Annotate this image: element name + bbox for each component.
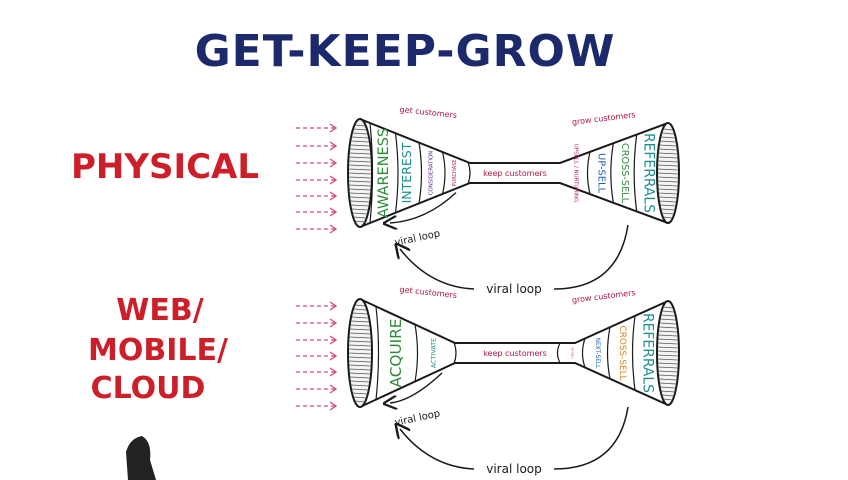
- svg-text:ACQUIRE: ACQUIRE: [387, 319, 405, 388]
- funnel-web-mobile-cloud: ACQUIRE ACTIVATE UP-SELL NEXT-SELL CROSS-SEL…: [296, 285, 680, 476]
- get-customers-label: get customers: [399, 105, 457, 120]
- stage-referrals: REFERRALS: [640, 133, 656, 213]
- stage-divider: [369, 122, 374, 224]
- incoming-arrow: [296, 158, 338, 168]
- funnel-outline-bottom: [359, 182, 669, 228]
- viral-loop-inner-label: viral loop: [394, 228, 442, 248]
- channel-label-line: CLOUD: [91, 371, 206, 406]
- channel-label-physical: PHYSICAL: [71, 147, 259, 187]
- stage-acquire: ACQUIRE: [387, 319, 405, 388]
- svg-text:ACTIVATE: ACTIVATE: [430, 338, 438, 368]
- svg-text:PURCHASE: PURCHASE: [452, 160, 458, 187]
- stage-referrals: REFERRALS: [640, 313, 656, 393]
- funnel-left-opening: [347, 298, 373, 408]
- svg-text:AWARENESS: AWARENESS: [376, 128, 392, 218]
- stage-divider: [441, 151, 446, 195]
- incoming-arrow: [296, 301, 338, 311]
- upsell-nurturing-note: UPSELL / NURTURING: [573, 144, 579, 203]
- svg-text:CROSS-SELL: CROSS-SELL: [617, 326, 627, 381]
- incoming-arrow: [296, 224, 338, 234]
- stage-divider: [414, 324, 419, 382]
- stage-divider: [581, 338, 586, 368]
- incoming-arrow: [296, 318, 338, 328]
- stage-divider: [631, 315, 636, 391]
- stage-purchase: PURCHASE: [452, 160, 458, 187]
- keep-customers-label: keep customers: [483, 349, 547, 358]
- stage-divider: [375, 306, 380, 400]
- stage-divider: [633, 134, 638, 212]
- grow-customers-label: grow customers: [571, 110, 636, 127]
- stage-divider: [453, 342, 457, 364]
- stage-consideration: CONSIDERATION: [428, 151, 434, 196]
- stage-cross-sell: CROSS-SELL: [617, 326, 627, 381]
- stage-cross-sell: CROSS-SELL: [619, 143, 630, 204]
- incoming-arrow: [296, 191, 338, 201]
- svg-text:CONSIDERATION: CONSIDERATION: [428, 151, 434, 196]
- viral-loop-outer: viral loop: [400, 224, 629, 296]
- hand-marker-silhouette: [126, 436, 156, 480]
- incoming-arrow: [296, 351, 338, 361]
- svg-text:INTEREST: INTEREST: [399, 142, 414, 203]
- funnel-outline-top: [359, 118, 669, 164]
- channel-label-line: PHYSICAL: [71, 147, 259, 187]
- svg-text:UP-SELL: UP-SELL: [596, 153, 607, 194]
- incoming-arrow: [296, 335, 338, 345]
- channel-label-web-mobile-cloud: WEB/ MOBILE/ CLOUD: [88, 293, 228, 406]
- svg-text:CROSS-SELL: CROSS-SELL: [619, 143, 630, 204]
- svg-text:REFERRALS: REFERRALS: [640, 133, 656, 213]
- incoming-arrow: [296, 207, 338, 217]
- stage-divider: [467, 161, 471, 185]
- grow-customers-label: grow customers: [571, 288, 636, 305]
- funnel-outline-bottom: [359, 362, 669, 408]
- stage-up-sell: UP-SELL: [571, 347, 575, 359]
- keep-customers-label: keep customers: [483, 169, 547, 178]
- stage-divider: [418, 142, 423, 204]
- viral-loop-outer: viral loop: [400, 406, 629, 476]
- incoming-arrow: [296, 384, 338, 394]
- svg-text:NEXT-SELL: NEXT-SELL: [594, 338, 600, 370]
- channel-label-line: WEB/: [116, 293, 203, 328]
- incoming-arrow: [296, 141, 338, 151]
- get-customers-label: get customers: [399, 285, 457, 300]
- channel-label-line: MOBILE/: [88, 333, 228, 368]
- viral-loop-outer-label: viral loop: [486, 462, 542, 476]
- stage-awareness: AWARENESS: [376, 128, 392, 218]
- incoming-arrow: [296, 367, 338, 377]
- stage-activate: ACTIVATE: [430, 338, 438, 368]
- diagram-title: GET-KEEP-GROW: [195, 26, 616, 77]
- stage-divider: [394, 133, 399, 213]
- stage-next-sell: NEXT-SELL: [594, 338, 600, 370]
- viral-loop-inner-label: viral loop: [394, 408, 442, 428]
- stage-divider: [586, 151, 591, 195]
- incoming-arrow: [296, 175, 338, 185]
- stage-divider: [610, 143, 614, 203]
- incoming-arrow: [296, 401, 338, 411]
- stage-divider: [556, 342, 561, 364]
- viral-loop-outer-label: viral loop: [486, 282, 542, 296]
- stage-up-sell: UP-SELL: [596, 153, 607, 194]
- stage-interest: INTEREST: [399, 142, 414, 203]
- svg-text:UP-SELL: UP-SELL: [571, 347, 575, 359]
- stage-divider: [606, 327, 611, 379]
- funnel-outline-top: [359, 298, 669, 344]
- funnel-left-opening: [347, 118, 373, 228]
- funnel-right-opening: [656, 122, 680, 224]
- svg-text:REFERRALS: REFERRALS: [640, 313, 656, 393]
- funnel-right-opening: [656, 300, 680, 406]
- funnel-physical: AWARENESS INTEREST CONSIDERATION PURCHASE UP…: [296, 105, 680, 296]
- incoming-arrow: [296, 123, 338, 133]
